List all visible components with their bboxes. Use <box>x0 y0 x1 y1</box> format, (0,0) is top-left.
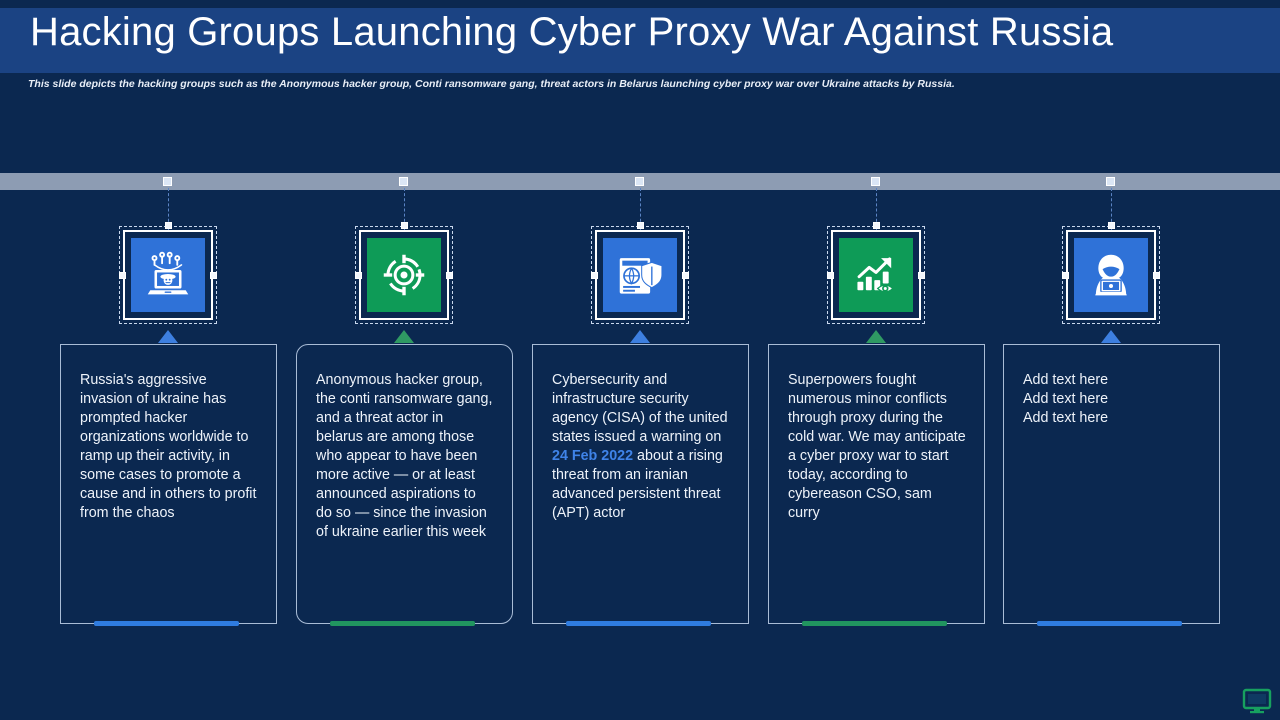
resize-handle-left-3[interactable] <box>591 272 598 279</box>
timeline-connector-5 <box>1111 188 1112 232</box>
timeline-node-2[interactable] <box>399 177 408 186</box>
card-accent-bar-2 <box>330 621 475 626</box>
resize-handle-right-3[interactable] <box>682 272 689 279</box>
resize-handle-left-5[interactable] <box>1062 272 1069 279</box>
card-pointer-arrow-1 <box>158 330 178 343</box>
card-pointer-arrow-4 <box>866 330 886 343</box>
monitor-logo-icon <box>1242 688 1272 714</box>
resize-handle-left-2[interactable] <box>355 272 362 279</box>
text-card-3[interactable]: Cybersecurity and infrastructure securit… <box>532 344 749 626</box>
hooded-hacker-laptop-icon <box>1074 238 1148 312</box>
resize-handle-left-4[interactable] <box>827 272 834 279</box>
resize-handle-right-4[interactable] <box>918 272 925 279</box>
timeline-connector-4 <box>876 188 877 232</box>
timeline-connector-1 <box>168 188 169 232</box>
resize-handle-top-4[interactable] <box>873 222 880 229</box>
timeline-node-3[interactable] <box>635 177 644 186</box>
resize-handle-right-5[interactable] <box>1153 272 1160 279</box>
timeline-connector-3 <box>640 188 641 232</box>
resize-handle-right-2[interactable] <box>446 272 453 279</box>
icon-tile-3[interactable] <box>591 222 689 324</box>
resize-handle-left-1[interactable] <box>119 272 126 279</box>
card-accent-bar-3 <box>566 621 711 626</box>
growth-chart-eye-icon <box>839 238 913 312</box>
icon-tile-4[interactable] <box>827 222 925 324</box>
card-text-1: Russia's aggressive invasion of ukraine … <box>80 372 257 521</box>
resize-handle-top-2[interactable] <box>401 222 408 229</box>
card-accent-bar-5 <box>1037 621 1182 626</box>
timeline-node-4[interactable] <box>871 177 880 186</box>
timeline-node-5[interactable] <box>1106 177 1115 186</box>
timeline-connector-2 <box>404 188 405 232</box>
icon-tile-5[interactable] <box>1062 222 1160 324</box>
icon-tile-1[interactable] <box>119 222 217 324</box>
resize-handle-top-3[interactable] <box>637 222 644 229</box>
text-card-4[interactable]: Superpowers fought numerous minor confli… <box>768 344 985 626</box>
card-accent-bar-4 <box>802 621 947 626</box>
resize-handle-top-5[interactable] <box>1108 222 1115 229</box>
resize-handle-right-1[interactable] <box>210 272 217 279</box>
card-text-4: Superpowers fought numerous minor confli… <box>788 372 966 521</box>
text-card-1[interactable]: Russia's aggressive invasion of ukraine … <box>60 344 277 626</box>
icon-tile-2[interactable] <box>355 222 453 324</box>
page-title: Hacking Groups Launching Cyber Proxy War… <box>30 10 1114 54</box>
timeline-node-1[interactable] <box>163 177 172 186</box>
slide-subtitle: This slide depicts the hacking groups su… <box>28 78 955 90</box>
web-security-shield-icon <box>603 238 677 312</box>
card-pointer-arrow-3 <box>630 330 650 343</box>
card-text-3: Cybersecurity and infrastructure securit… <box>552 372 728 521</box>
card-pointer-arrow-5 <box>1101 330 1121 343</box>
card-accent-bar-1 <box>94 621 239 626</box>
highlighted-date-3: 24 Feb 2022 <box>552 448 634 464</box>
resize-handle-top-1[interactable] <box>165 222 172 229</box>
laptop-hacker-icon <box>131 238 205 312</box>
crosshair-target-icon <box>367 238 441 312</box>
text-card-2[interactable]: Anonymous hacker group, the conti ransom… <box>296 344 513 626</box>
title-band <box>0 8 1280 73</box>
card-text-2: Anonymous hacker group, the conti ransom… <box>316 372 493 540</box>
card-pointer-arrow-2 <box>394 330 414 343</box>
